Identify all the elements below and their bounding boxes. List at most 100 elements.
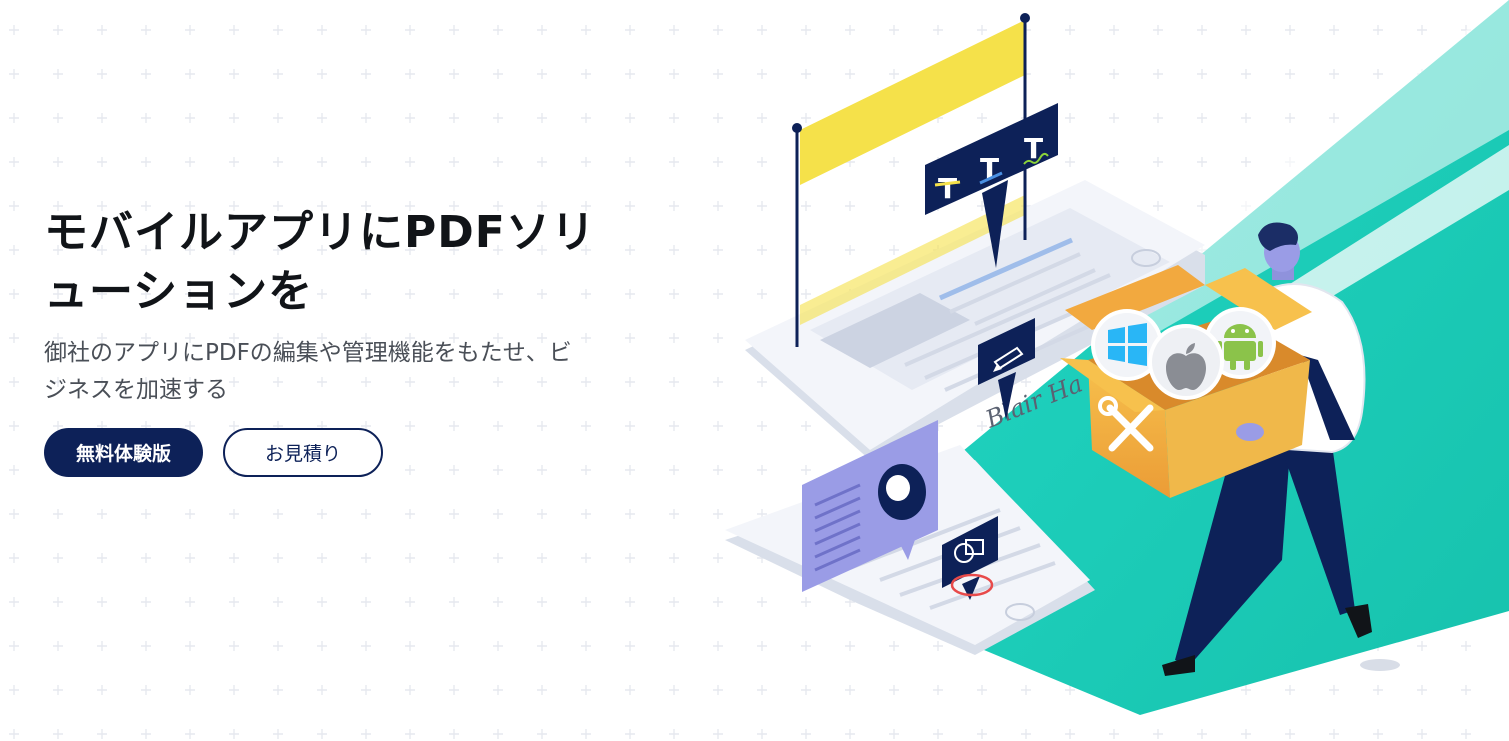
plus-mark	[625, 597, 635, 607]
plus-mark	[625, 729, 635, 739]
plus-mark	[625, 245, 635, 255]
plus-mark	[889, 25, 899, 35]
plus-mark	[713, 729, 723, 739]
plus-mark	[449, 685, 459, 695]
plus-mark	[405, 641, 415, 651]
plus-mark	[9, 685, 19, 695]
plus-mark	[1109, 113, 1119, 123]
plus-mark	[9, 729, 19, 739]
plus-mark	[537, 69, 547, 79]
plus-mark	[889, 201, 899, 211]
plus-mark	[1109, 729, 1119, 739]
plus-mark	[933, 641, 943, 651]
plus-mark	[53, 553, 63, 563]
plus-mark	[273, 597, 283, 607]
plus-mark	[669, 245, 679, 255]
plus-mark	[493, 465, 503, 475]
plus-mark	[317, 69, 327, 79]
plus-mark	[449, 245, 459, 255]
plus-mark	[229, 289, 239, 299]
plus-mark	[1417, 25, 1427, 35]
plus-mark	[889, 729, 899, 739]
plus-mark	[757, 685, 767, 695]
plus-mark	[669, 421, 679, 431]
plus-mark	[97, 377, 107, 387]
plus-mark	[317, 333, 327, 343]
plus-mark	[97, 641, 107, 651]
plus-mark	[1373, 685, 1383, 695]
plus-mark	[97, 201, 107, 211]
plus-mark	[449, 201, 459, 211]
plus-mark	[9, 553, 19, 563]
plus-mark	[1065, 157, 1075, 167]
plus-mark	[141, 685, 151, 695]
plus-mark	[449, 597, 459, 607]
plus-mark	[141, 641, 151, 651]
plus-mark	[229, 333, 239, 343]
plus-mark	[581, 289, 591, 299]
plus-mark	[801, 421, 811, 431]
plus-mark	[625, 465, 635, 475]
plus-mark	[1065, 685, 1075, 695]
plus-mark	[229, 377, 239, 387]
plus-mark	[845, 69, 855, 79]
plus-mark	[9, 377, 19, 387]
plus-mark	[185, 641, 195, 651]
plus-mark	[669, 641, 679, 651]
plus-mark	[53, 333, 63, 343]
plus-mark	[141, 113, 151, 123]
plus-mark	[581, 201, 591, 211]
plus-mark	[625, 289, 635, 299]
plus-mark	[801, 113, 811, 123]
plus-mark	[53, 157, 63, 167]
plus-mark	[1197, 729, 1207, 739]
plus-mark	[229, 729, 239, 739]
plus-mark	[1461, 729, 1471, 739]
plus-mark	[9, 421, 19, 431]
cta-button-row: 無料体験版 お見積り	[44, 428, 604, 477]
plus-mark	[97, 685, 107, 695]
shape-icon	[954, 539, 984, 563]
person-figure	[1162, 222, 1400, 676]
plus-mark	[845, 641, 855, 651]
plus-mark	[801, 245, 811, 255]
free-trial-button[interactable]: 無料体験版	[44, 428, 203, 477]
plus-mark	[713, 289, 723, 299]
document-tablet-large	[745, 180, 1205, 460]
plus-mark	[1153, 69, 1163, 79]
plus-mark	[1417, 729, 1427, 739]
plus-mark	[757, 641, 767, 651]
plus-mark	[317, 245, 327, 255]
plus-mark	[581, 641, 591, 651]
plus-mark	[1241, 157, 1251, 167]
plus-mark	[493, 69, 503, 79]
quote-button[interactable]: お見積り	[223, 428, 383, 477]
plus-mark	[977, 113, 987, 123]
plus-mark	[493, 289, 503, 299]
plus-mark	[405, 729, 415, 739]
plus-mark	[229, 509, 239, 519]
plus-mark	[53, 201, 63, 211]
plus-mark	[9, 25, 19, 35]
plus-mark	[1153, 157, 1163, 167]
plus-mark	[317, 509, 327, 519]
plus-mark	[493, 641, 503, 651]
plus-mark	[185, 157, 195, 167]
plus-mark	[1197, 201, 1207, 211]
plus-mark	[185, 69, 195, 79]
plus-mark	[1065, 69, 1075, 79]
plus-mark	[537, 289, 547, 299]
plus-mark	[405, 465, 415, 475]
plus-mark	[889, 685, 899, 695]
plus-mark	[185, 377, 195, 387]
plus-mark	[1241, 25, 1251, 35]
plus-mark	[977, 729, 987, 739]
plus-mark	[537, 25, 547, 35]
plus-mark	[1153, 201, 1163, 211]
plus-mark	[185, 685, 195, 695]
plus-mark	[713, 509, 723, 519]
plus-mark	[53, 685, 63, 695]
plus-mark	[185, 509, 195, 519]
plus-mark	[625, 69, 635, 79]
plus-mark	[757, 729, 767, 739]
